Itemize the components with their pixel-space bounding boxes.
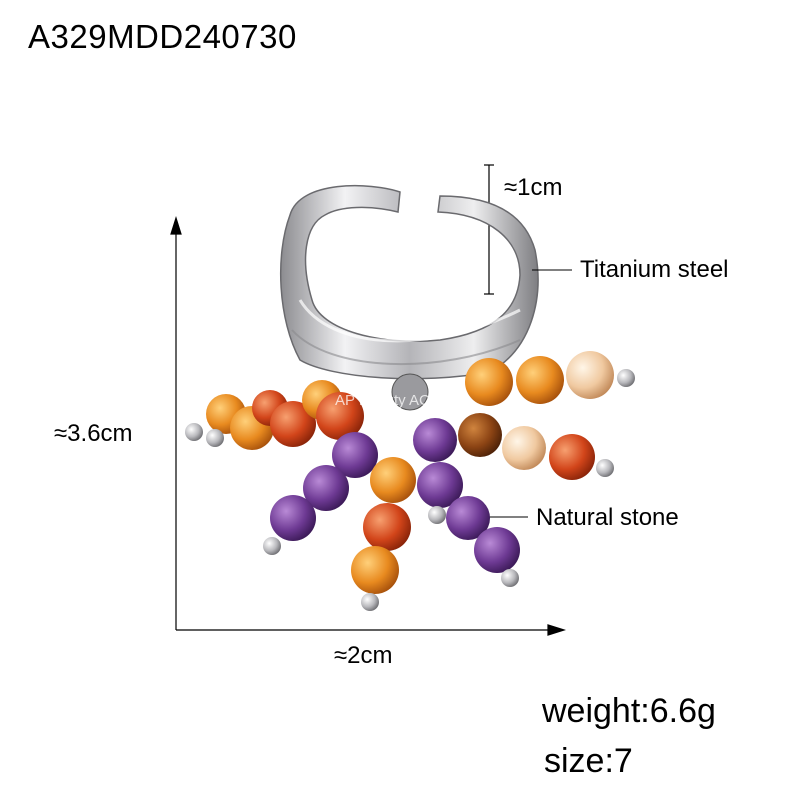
bead xyxy=(351,546,399,594)
band-width-label: ≈1cm xyxy=(504,174,563,201)
natural-stone-label: Natural stone xyxy=(536,504,679,531)
bead xyxy=(332,432,378,478)
bead-cap xyxy=(263,537,281,555)
bead xyxy=(516,356,564,404)
bead xyxy=(502,426,546,470)
bead xyxy=(270,401,316,447)
bead-tassel xyxy=(185,351,635,611)
bead xyxy=(303,465,349,511)
bead-cap xyxy=(206,429,224,447)
width-label: ≈2cm xyxy=(334,642,393,669)
bead-cap xyxy=(185,423,203,441)
weight-spec: weight:6.6g xyxy=(542,692,716,730)
band-width-marker xyxy=(484,164,494,295)
size-spec: size:7 xyxy=(544,742,633,780)
bead xyxy=(370,457,416,503)
height-arrow xyxy=(170,215,182,630)
bead xyxy=(549,434,595,480)
bead xyxy=(566,351,614,399)
width-arrow xyxy=(176,624,567,636)
bead xyxy=(446,496,490,540)
bead-cap xyxy=(501,569,519,587)
bead xyxy=(270,495,316,541)
bead xyxy=(465,358,513,406)
height-label: ≈3.6cm xyxy=(54,420,133,447)
product-code: A329MDD240730 xyxy=(28,18,297,55)
bead xyxy=(474,527,520,573)
bead xyxy=(413,418,457,462)
bead xyxy=(316,392,364,440)
bead xyxy=(458,413,502,457)
bead-cap xyxy=(361,593,379,611)
titanium-steel-label: Titanium steel xyxy=(580,256,729,283)
ring-band xyxy=(279,184,539,380)
bead-cap xyxy=(596,459,614,477)
bead xyxy=(363,503,411,551)
watermark: AP Beauty ACC xyxy=(335,392,441,409)
bead-cap xyxy=(617,369,635,387)
bead xyxy=(417,462,463,508)
bead-cap xyxy=(428,506,446,524)
